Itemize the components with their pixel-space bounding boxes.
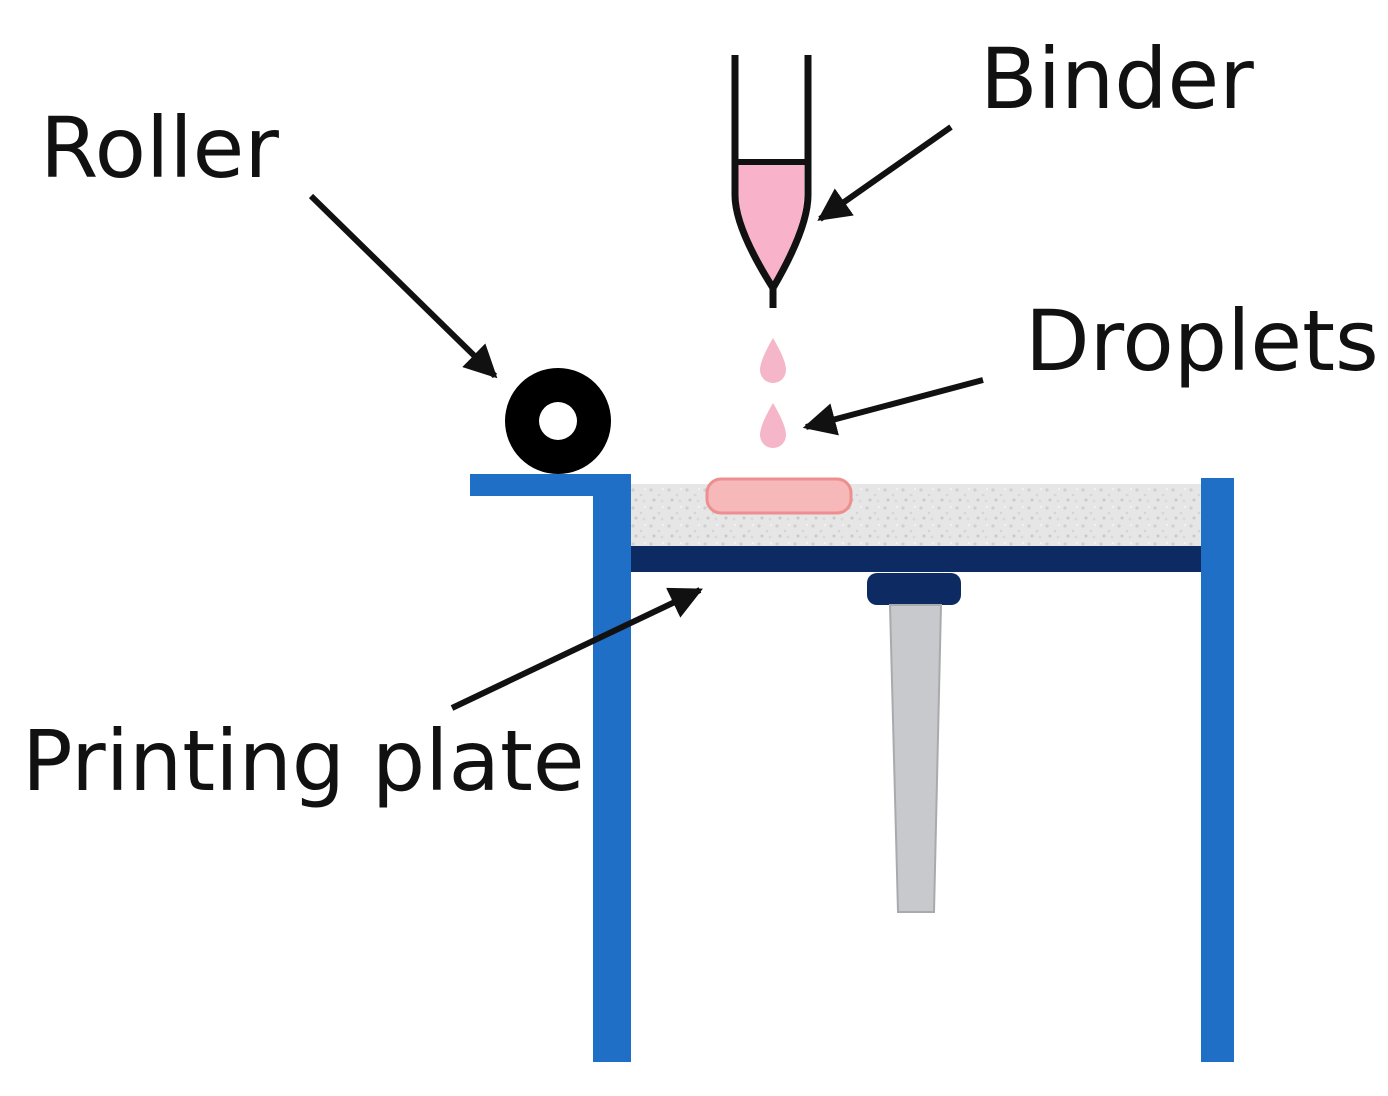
- nozzle-icon: [731, 55, 812, 308]
- frame-right-wall: [1201, 478, 1234, 1062]
- frame: [470, 474, 1234, 1062]
- piston-cap: [867, 573, 961, 605]
- piston-rod: [888, 604, 943, 913]
- droplets-arrow: [802, 377, 984, 436]
- roller-icon: [505, 368, 611, 474]
- roller-ledge: [470, 474, 630, 496]
- arrows: [308, 124, 984, 711]
- printing-plate-label: Printing plate: [22, 712, 585, 810]
- nozzle-outline: [731, 55, 812, 308]
- binder-arrow: [817, 124, 953, 222]
- droplet-icon: [760, 338, 786, 383]
- roller-label: Roller: [40, 99, 279, 197]
- droplet-icon: [760, 403, 786, 448]
- binder-fluid: [738, 164, 804, 285]
- binder-label: Binder: [980, 30, 1254, 128]
- droplets-label: Droplets: [1025, 292, 1379, 390]
- frame-left-wall: [593, 474, 631, 1062]
- roller-arrow: [308, 193, 498, 379]
- piston: [867, 573, 961, 913]
- printed-part: [705, 477, 853, 515]
- printing-plate: [631, 546, 1201, 572]
- droplets: [760, 338, 786, 448]
- printing-plate-arrow: [450, 587, 703, 711]
